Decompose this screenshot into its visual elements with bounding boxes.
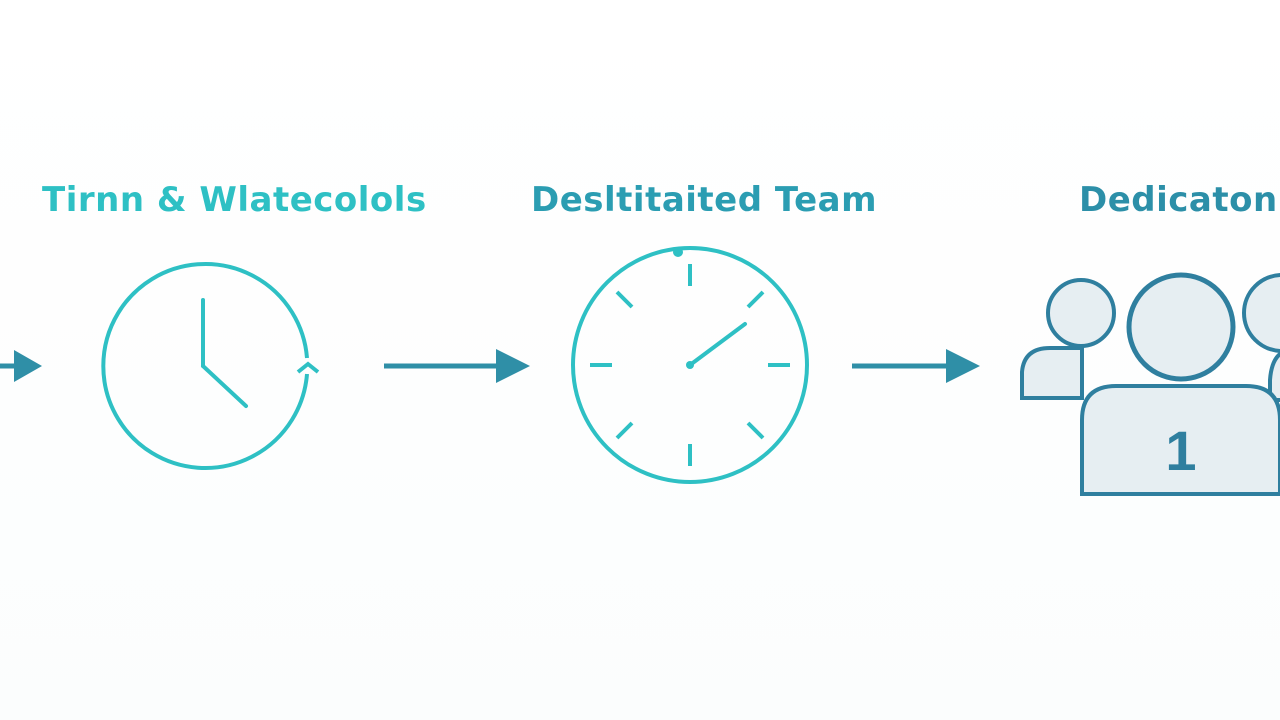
step-3-label: Dedicaton: [1079, 180, 1278, 220]
arrow-icon: [384, 349, 530, 383]
step-2-label: Desltitaited Team: [531, 180, 878, 220]
team-icon: 1: [1020, 272, 1280, 496]
arrow-icon: [0, 350, 42, 382]
team-badge-number: 1: [1165, 419, 1196, 482]
clock-icon: [101, 262, 320, 470]
arrow-icon: [852, 349, 980, 383]
step-1-label: Tirnn & Wlatecolols: [42, 180, 427, 220]
stopwatch-icon: [571, 246, 809, 484]
